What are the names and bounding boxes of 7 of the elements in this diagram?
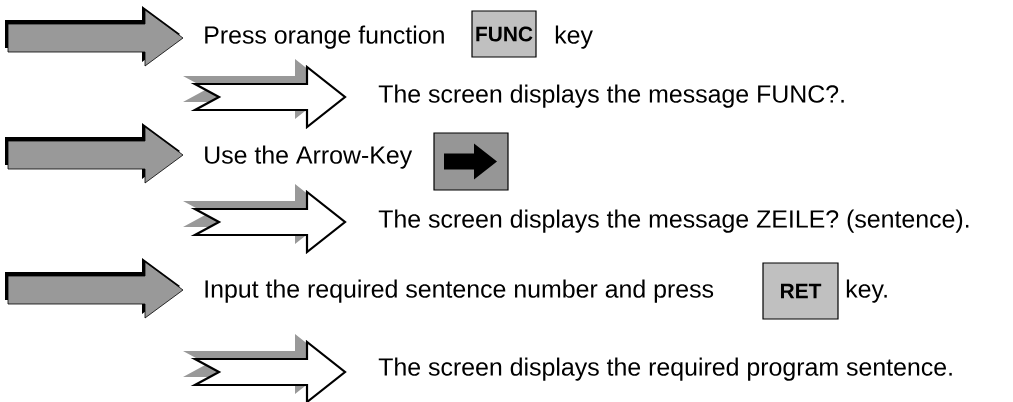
- key-button: FUNC: [471, 10, 537, 58]
- result-text: The screen displays the required program sentence.: [378, 357, 952, 381]
- key-button: RET: [762, 262, 839, 320]
- instruction-text: Input the required sentence number and press: [205, 279, 714, 303]
- result-text: The screen displays the message FUNC?.: [378, 84, 844, 108]
- instruction-text: Press orange function: [205, 25, 444, 49]
- result-text: The screen displays the message ZEILE? (sentence).: [378, 209, 969, 233]
